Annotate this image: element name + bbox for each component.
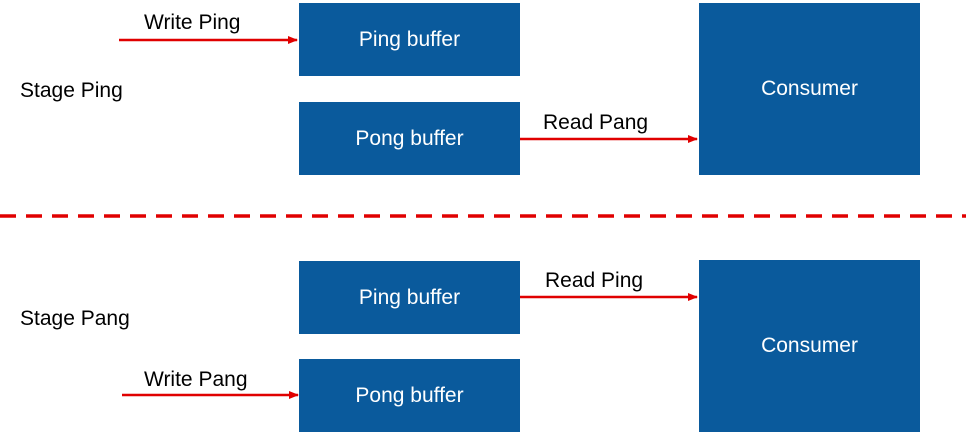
- top-ping-buffer-box: Ping buffer: [299, 3, 520, 76]
- bottom-consumer-label: Consumer: [761, 334, 858, 357]
- bottom-pong-buffer-box: Pong buffer: [299, 359, 520, 432]
- top-pong-buffer-box: Pong buffer: [299, 102, 520, 175]
- stage-ping-label: Stage Ping: [20, 79, 123, 102]
- top-pong-buffer-label: Pong buffer: [355, 126, 464, 150]
- read-ping-label: Read Ping: [545, 269, 644, 292]
- top-ping-buffer-label: Ping buffer: [358, 27, 461, 51]
- read-pang-label: Read Pang: [543, 111, 649, 134]
- top-consumer-label: Consumer: [761, 77, 858, 100]
- bottom-pong-buffer-label: Pong buffer: [355, 383, 464, 407]
- stage-pang-label: Stage Pang: [20, 307, 130, 330]
- top-consumer-box: Consumer: [699, 3, 920, 175]
- write-ping-label: Write Ping: [144, 11, 241, 34]
- write-pang-label: Write Pang: [144, 368, 248, 391]
- bottom-consumer-box: Consumer: [699, 260, 920, 432]
- bottom-ping-buffer-label: Ping buffer: [358, 285, 461, 309]
- bottom-ping-buffer-box: Ping buffer: [299, 261, 520, 334]
